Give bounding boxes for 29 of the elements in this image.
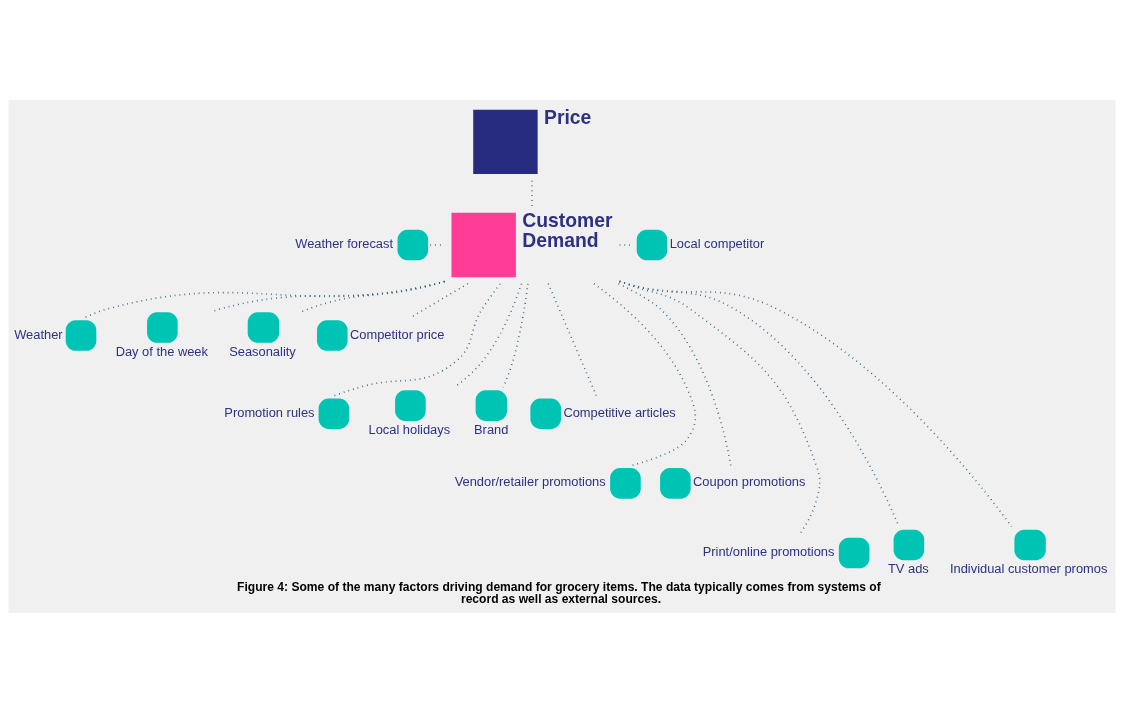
node-box: [473, 109, 538, 175]
node-label: Weather: [14, 326, 63, 342]
node-box: [451, 212, 516, 278]
node-label: Local holidays: [368, 421, 451, 437]
node-label: Vendor/retailer promotions: [454, 474, 606, 490]
connector: [618, 280, 821, 536]
node-box: [247, 312, 280, 343]
connector: [593, 282, 697, 467]
caption: Figure 4: Some of the many factors driving demand for grocery items. The data typically comes from systems of record as well as external sources.: [237, 580, 881, 607]
node-label: Customer Demand: [522, 210, 613, 251]
node-box: [1014, 529, 1046, 561]
node-label: Competitor price: [349, 326, 445, 342]
node-label: Weather forecast: [295, 236, 394, 252]
node-label: Seasonality: [229, 343, 296, 359]
node-label: Print/online promotions: [702, 544, 835, 560]
node-label: Price: [544, 107, 592, 129]
node-label: Day of the week: [115, 343, 208, 359]
connector: [299, 280, 446, 314]
connector: [618, 280, 1013, 528]
node-box: [475, 390, 508, 421]
node-label: TV ads: [887, 560, 929, 576]
node-label: Coupon promotions: [693, 474, 806, 490]
connector: [531, 179, 533, 207]
node-label: Promotion rules: [224, 404, 315, 420]
node-label: Individual customer promos: [949, 560, 1108, 576]
node-label: Local competitor: [669, 236, 765, 252]
connector: [83, 280, 446, 319]
node-label: Competitive articles: [563, 404, 676, 420]
node-label: Brand: [474, 421, 509, 437]
